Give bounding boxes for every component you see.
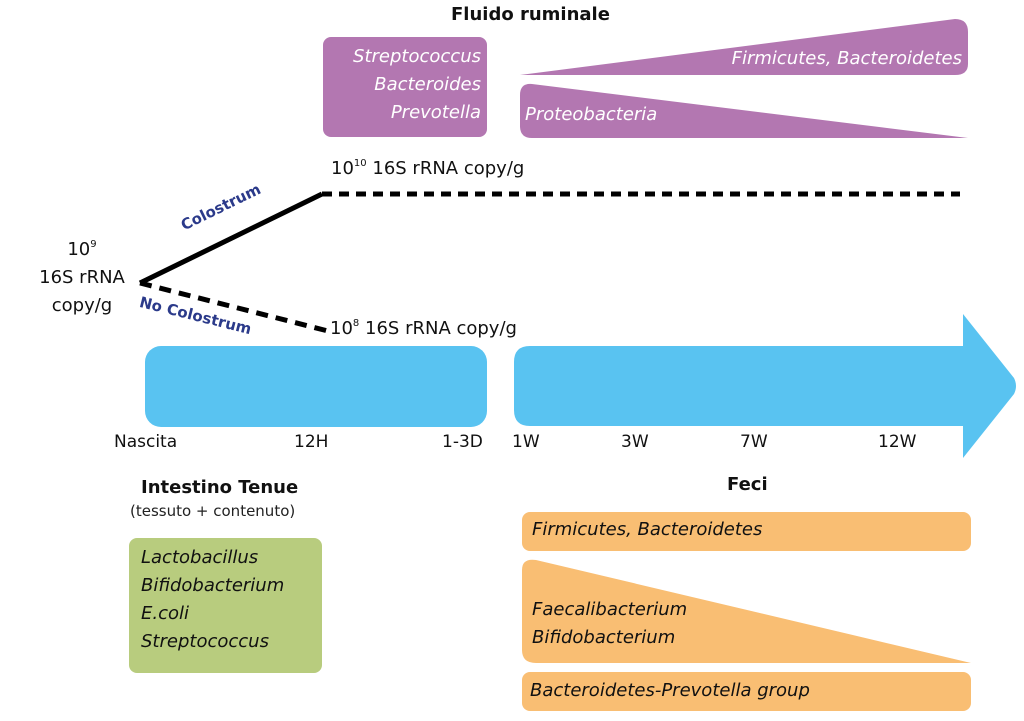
feces-decreasing-taxon: Bifidobacterium	[532, 627, 676, 648]
rumen-early-box	[323, 37, 487, 137]
small-intestine-subtitle: (tessuto + contenuto)	[130, 502, 296, 520]
feces-top-label: Firmicutes, Bacteroidetes	[532, 519, 763, 540]
timeline-tick: 7W	[740, 432, 768, 452]
timeline-tick: 12W	[878, 432, 917, 452]
feces-decreasing-wedge	[522, 559, 971, 663]
no-colostrum-line	[139, 280, 329, 334]
rumen-decreasing-label: Proteobacteria	[525, 104, 658, 125]
feces-bottom-label: Bacteroidetes-Prevotella group	[530, 680, 810, 701]
colostrum-line	[138, 191, 324, 286]
rumen-early-taxon: Streptococcus	[353, 46, 481, 67]
rumen-early-taxon: Prevotella	[390, 102, 481, 123]
rumen-increasing-wedge	[520, 19, 968, 75]
timeline-tick: 1W	[512, 432, 540, 452]
small-intestine-box	[129, 538, 322, 673]
colostrum-load-label: 1010 16S rRNA copy/g	[331, 158, 525, 179]
birth-load-label: 109 16S rRNA copy/g	[39, 239, 125, 316]
timeline-tick: 3W	[621, 432, 649, 452]
small-intestine-taxon: E.coli	[141, 603, 190, 624]
timeline-arrow	[514, 314, 1016, 458]
rumen-early-taxon: Bacteroides	[374, 74, 481, 95]
rumen-decreasing-wedge	[520, 83, 968, 138]
rumen-title: Fluido ruminale	[451, 4, 610, 25]
feces-title: Feci	[727, 474, 768, 495]
feces-decreasing-taxon: Faecalibacterium	[532, 599, 688, 620]
no-colostrum-load-label: 108 16S rRNA copy/g	[330, 318, 517, 339]
small-intestine-taxon: Lactobacillus	[141, 547, 259, 568]
small-intestine-taxon: Bifidobacterium	[141, 575, 285, 596]
feces-top-bar	[522, 512, 971, 551]
timeline-tick: 1-3D	[442, 432, 483, 452]
small-intestine-taxon: Streptococcus	[141, 631, 269, 652]
timeline-tick: 12H	[294, 432, 329, 452]
small-intestine-title: Intestino Tenue	[141, 477, 299, 498]
small-intestine-taxa: Lactobacillus Bifidobacterium E.coli Str…	[141, 544, 284, 656]
rumen-early-taxa: Streptococcus Bacteroides Prevotella	[323, 43, 481, 127]
feces-decreasing-taxa: Faecalibacterium Bifidobacterium	[532, 596, 687, 652]
timeline-bar-early	[145, 346, 487, 427]
rumen-increasing-label: Firmicutes, Bacteroidetes	[731, 48, 962, 69]
timeline-tick: Nascita	[114, 432, 178, 452]
feces-bottom-bar	[522, 672, 971, 711]
